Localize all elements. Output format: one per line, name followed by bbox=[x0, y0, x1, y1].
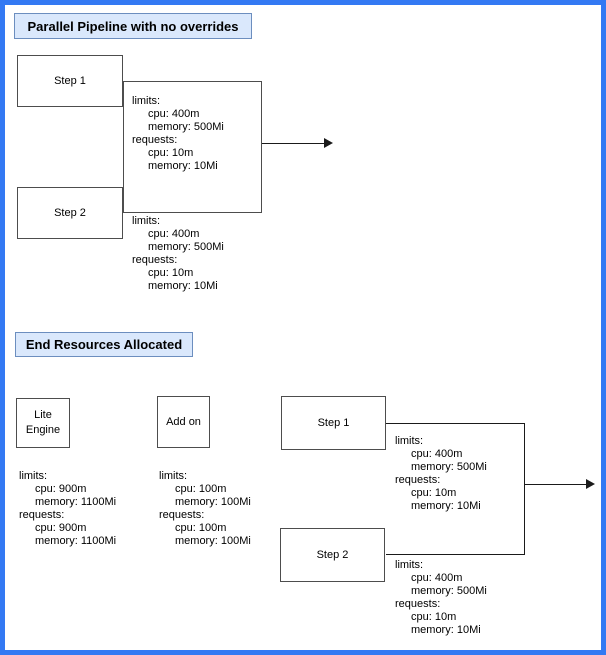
section-title-end-resources: End Resources Allocated bbox=[15, 332, 193, 357]
node-add-on: Add on bbox=[157, 396, 210, 448]
resource-line: memory: 1100Mi bbox=[35, 496, 117, 508]
connector-vertical-line bbox=[524, 423, 525, 555]
resources-step1-bottom: limits: cpu: 400m memory: 500Mi requests… bbox=[395, 435, 487, 513]
node-step2-bottom: Step 2 bbox=[280, 528, 385, 582]
resource-line: memory: 500Mi bbox=[148, 241, 224, 253]
resource-line: memory: 10Mi bbox=[148, 280, 218, 292]
node-label: Step 1 bbox=[54, 74, 86, 87]
node-label: Step 2 bbox=[54, 206, 86, 219]
resource-line: cpu: 10m bbox=[411, 487, 457, 499]
resource-line: memory: 10Mi bbox=[148, 160, 218, 172]
resource-line: limits: bbox=[132, 95, 161, 107]
resource-line: cpu: 400m bbox=[148, 108, 200, 120]
resource-line: memory: 1100Mi bbox=[35, 535, 117, 547]
resource-line: limits: bbox=[395, 559, 424, 571]
resource-line: requests: bbox=[395, 598, 441, 610]
resource-line: memory: 500Mi bbox=[411, 585, 487, 597]
resources-add-on: limits: cpu: 100m memory: 100Mi requests… bbox=[159, 470, 251, 548]
resources-step2-top: limits: cpu: 400m memory: 500Mi requests… bbox=[132, 215, 224, 293]
arrow-icon bbox=[586, 479, 595, 489]
connector-step2-line bbox=[386, 554, 524, 555]
node-step2-top: Step 2 bbox=[17, 187, 123, 239]
resource-line: cpu: 900m bbox=[35, 483, 87, 495]
resource-line: cpu: 10m bbox=[148, 267, 194, 279]
resource-line: limits: bbox=[395, 435, 424, 447]
resource-line: memory: 10Mi bbox=[411, 624, 481, 636]
resource-line: memory: 500Mi bbox=[148, 121, 224, 133]
connector-step1-line bbox=[386, 423, 524, 424]
node-label: Step 2 bbox=[316, 548, 349, 561]
resources-step1-top: limits: cpu: 400m memory: 500Mi requests… bbox=[132, 95, 224, 173]
arrow-icon bbox=[324, 138, 333, 148]
resource-line: cpu: 400m bbox=[411, 572, 463, 584]
resource-line: cpu: 100m bbox=[175, 483, 227, 495]
resource-line: memory: 10Mi bbox=[411, 500, 481, 512]
node-label: Lite Engine bbox=[25, 409, 61, 436]
resource-line: limits: bbox=[159, 470, 188, 482]
node-step1-top: Step 1 bbox=[17, 55, 123, 107]
resource-line: memory: 100Mi bbox=[175, 535, 251, 547]
resource-line: requests: bbox=[159, 509, 205, 521]
node-label: Step 1 bbox=[317, 416, 350, 429]
arrow-line bbox=[262, 143, 324, 144]
resource-line: requests: bbox=[132, 254, 178, 266]
resource-line: cpu: 400m bbox=[148, 228, 200, 240]
node-label: Add on bbox=[166, 415, 201, 428]
resource-line: requests: bbox=[19, 509, 65, 521]
section-title-parallel-pipeline: Parallel Pipeline with no overrides bbox=[14, 13, 252, 39]
merge-rectangle bbox=[123, 81, 262, 213]
arrow-line bbox=[524, 484, 586, 485]
resource-line: requests: bbox=[132, 134, 178, 146]
resources-step2-bottom: limits: cpu: 400m memory: 500Mi requests… bbox=[395, 559, 487, 637]
resource-line: cpu: 10m bbox=[148, 147, 194, 159]
node-step1-bottom: Step 1 bbox=[281, 396, 386, 450]
node-lite-engine: Lite Engine bbox=[16, 398, 70, 448]
resources-lite-engine: limits: cpu: 900m memory: 1100Mi request… bbox=[19, 470, 116, 548]
resource-line: cpu: 10m bbox=[411, 611, 457, 623]
resource-line: requests: bbox=[395, 474, 441, 486]
resource-line: cpu: 100m bbox=[175, 522, 227, 534]
resource-line: cpu: 400m bbox=[411, 448, 463, 460]
resource-line: memory: 500Mi bbox=[411, 461, 487, 473]
resource-line: limits: bbox=[19, 470, 48, 482]
resource-line: memory: 100Mi bbox=[175, 496, 251, 508]
resource-line: cpu: 900m bbox=[35, 522, 87, 534]
resource-line: limits: bbox=[132, 215, 161, 227]
